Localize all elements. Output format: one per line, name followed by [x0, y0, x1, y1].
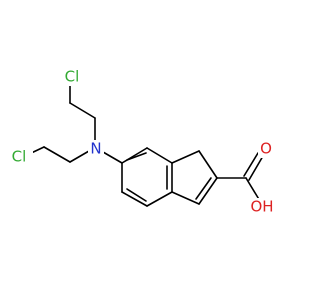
bond-five-1	[171, 150, 200, 164]
atom-nitrogen: N	[90, 140, 101, 158]
bond-ring-4	[146, 191, 173, 207]
bond-five-4	[171, 191, 200, 205]
bond-five-3	[198, 177, 218, 205]
bond-five-3-inner	[195, 177, 212, 200]
bond-c-o-double-b	[248, 155, 264, 181]
bond-ring-1-inner	[126, 152, 147, 161]
structure-canvas: Cl Cl N O OH	[7, 67, 277, 216]
atom-oxygen-carbonyl: O	[260, 140, 272, 158]
bond-ch2-ch2-upper	[69, 102, 96, 119]
bond-ring-1	[121, 147, 148, 164]
bond-c-o-double-a	[243, 152, 259, 177]
atom-hydroxyl: OH	[250, 198, 273, 216]
bond-ch2-ch2-lower	[43, 146, 71, 163]
bond-five-2	[198, 150, 218, 179]
bond-ring-2	[146, 147, 173, 164]
bond-n-ring	[102, 151, 123, 164]
atom-cl-left: Cl	[12, 148, 27, 166]
molecule-structure: Cl Cl N O OH	[7, 67, 277, 216]
atom-labels: Cl Cl N O OH	[7, 68, 277, 216]
bond-ring-5	[121, 191, 148, 207]
atom-cl-top: Cl	[65, 68, 80, 86]
bond-ring-5-inner	[126, 188, 147, 202]
bond-c-oh	[245, 177, 261, 202]
bond-group	[26, 83, 264, 207]
bond-ch2-n-lower	[69, 150, 90, 163]
